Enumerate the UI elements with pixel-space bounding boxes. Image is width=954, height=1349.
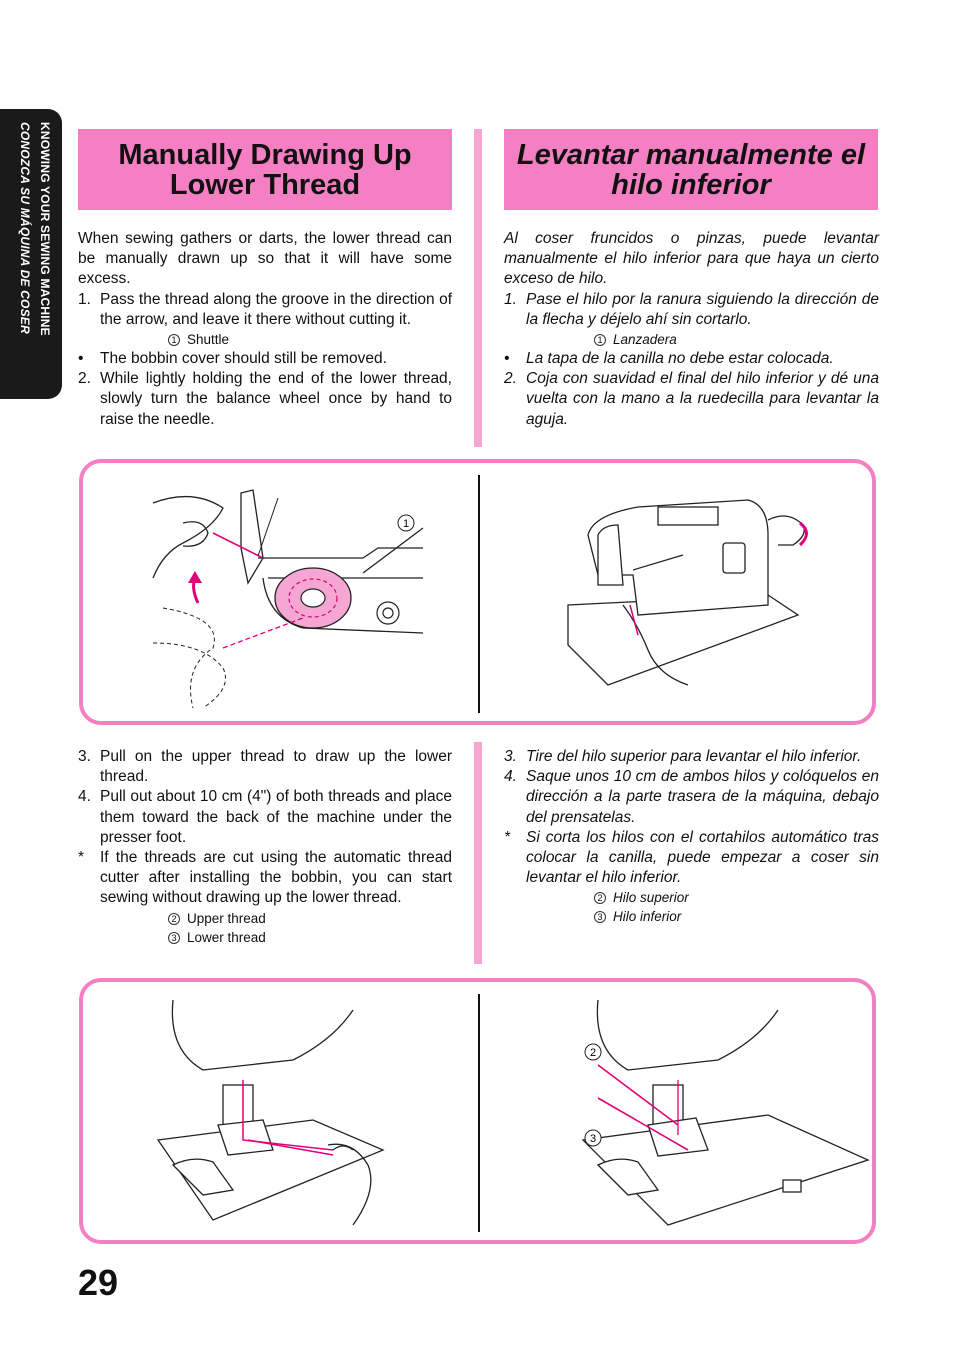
callout-label-2: 2 [590, 1047, 596, 1059]
step-4: 4. Saque unos 10 cm de ambos hilos y col… [504, 767, 879, 828]
callout-number: 2 [168, 912, 180, 925]
bullet-text: La tapa de la canilla no debe estar colo… [526, 350, 834, 368]
shuttle-illustration: 1 [152, 489, 424, 709]
caption-text: Upper thread [187, 910, 266, 926]
section-label-es: CONOZCA SU MÁQUINA DE COSER [18, 122, 32, 334]
section-label-en: KNOWING YOUR SEWING MACHINE [38, 122, 52, 336]
callout-number: 1 [168, 334, 180, 347]
bullet-note: • La tapa de la canilla no debe estar co… [504, 349, 879, 369]
step-text: Coja con suavidad el final del hilo infe… [526, 370, 879, 428]
step-number: 1. [78, 290, 91, 308]
asterisk-note: * Si corta los hilos con el cortahilos a… [504, 828, 879, 889]
caption-shuttle: 1 Shuttle [78, 330, 452, 349]
callout-label-1: 1 [403, 518, 409, 530]
caption-text: Hilo superior [613, 890, 689, 906]
caption-upper-thread: 2 Upper thread [78, 909, 452, 928]
step-2: 2. While lightly holding the end of the … [78, 369, 452, 430]
title-english-text: Manually Drawing Up Lower Thread [118, 138, 412, 201]
panel-divider [478, 994, 480, 1232]
caption-hilo-inferior: 3 Hilo inferior [504, 907, 879, 926]
step-text: Pull on the upper thread to draw up the … [100, 748, 452, 786]
caption-lanzadera: 1 Lanzadera [504, 330, 879, 349]
step-text: Pull out about 10 cm (4") of both thread… [100, 788, 452, 846]
step-text: Saque unos 10 cm de ambos hilos y colóqu… [526, 768, 879, 826]
step-1: 1. Pass the thread along the groove in t… [78, 290, 452, 330]
callout-number: 3 [168, 931, 180, 944]
title-english: Manually Drawing Up Lower Thread [78, 129, 452, 210]
caption-text: Lanzadera [613, 332, 677, 348]
note-text: Si corta los hilos con el cortahilos aut… [526, 828, 879, 887]
note-text: If the threads are cut using the automat… [100, 849, 452, 907]
title-spanish-text: Levantar manualmente el hilo inferior [516, 138, 866, 201]
figure-panel-1: 1 [79, 459, 876, 725]
caption-text: Hilo inferior [613, 909, 682, 925]
caption-lower-thread: 3 Lower thread [78, 928, 452, 947]
asterisk-note: * If the threads are cut using the autom… [78, 848, 452, 909]
step-number: 4. [78, 788, 91, 806]
step-number: 3. [504, 748, 517, 765]
step-number: 2. [504, 370, 517, 388]
title-spanish: Levantar manualmente el hilo inferior [504, 129, 878, 210]
figure-panel-2: 2 3 [79, 978, 876, 1244]
step-number: 2. [78, 370, 91, 388]
intro-text: Al coser fruncidos o pinzas, puede levan… [504, 230, 879, 288]
spanish-instructions-bottom: 3. Tire del hilo superior para levantar … [504, 747, 879, 926]
spanish-instructions-top: Al coser fruncidos o pinzas, puede levan… [504, 229, 879, 430]
step-number: 4. [504, 768, 517, 786]
caption-text: Lower thread [187, 929, 266, 945]
callout-number: 2 [594, 892, 606, 905]
step-text: While lightly holding the end of the low… [100, 370, 452, 428]
step-text: Pass the thread along the groove in the … [100, 290, 452, 328]
bullet-text: The bobbin cover should still be removed… [100, 350, 387, 368]
english-instructions-top: When sewing gathers or darts, the lower … [78, 229, 452, 430]
step-4: 4. Pull out about 10 cm (4") of both thr… [78, 787, 452, 848]
sewing-machine-illustration [567, 499, 808, 686]
threads-placed-illustration: 2 3 [581, 999, 870, 1226]
english-instructions-bottom: 3. Pull on the upper thread to draw up t… [78, 747, 452, 947]
step-2: 2. Coja con suavidad el final del hilo i… [504, 369, 879, 430]
side-section-tab: KNOWING YOUR SEWING MACHINE CONOZCA SU M… [0, 109, 62, 399]
bullet-symbol: • [504, 350, 510, 368]
callout-number: 3 [594, 911, 606, 924]
step-number: 3. [78, 748, 91, 765]
callout-label-3: 3 [590, 1133, 596, 1145]
step-3: 3. Tire del hilo superior para levantar … [504, 747, 879, 767]
step-number: 1. [504, 290, 517, 308]
step-text: Tire del hilo superior para levantar el … [526, 748, 862, 765]
step-text: Pase el hilo por la ranura siguiendo la … [526, 290, 879, 328]
presser-foot-pull-illustration [156, 999, 385, 1226]
step-3: 3. Pull on the upper thread to draw up t… [78, 747, 452, 787]
note-symbol: * [78, 849, 85, 867]
column-divider-top [474, 129, 482, 447]
column-divider-middle [474, 742, 482, 964]
caption-text: Shuttle [187, 332, 230, 348]
bullet-symbol: • [78, 350, 84, 368]
intro-text: When sewing gathers or darts, the lower … [78, 230, 452, 288]
panel-divider [478, 475, 480, 713]
caption-hilo-superior: 2 Hilo superior [504, 888, 879, 907]
step-1: 1. Pase el hilo por la ranura siguiendo … [504, 290, 879, 330]
note-symbol: * [504, 828, 511, 846]
page-number: 29 [78, 1262, 119, 1303]
bullet-note: • The bobbin cover should still be remov… [78, 349, 452, 369]
callout-number: 1 [594, 334, 606, 347]
